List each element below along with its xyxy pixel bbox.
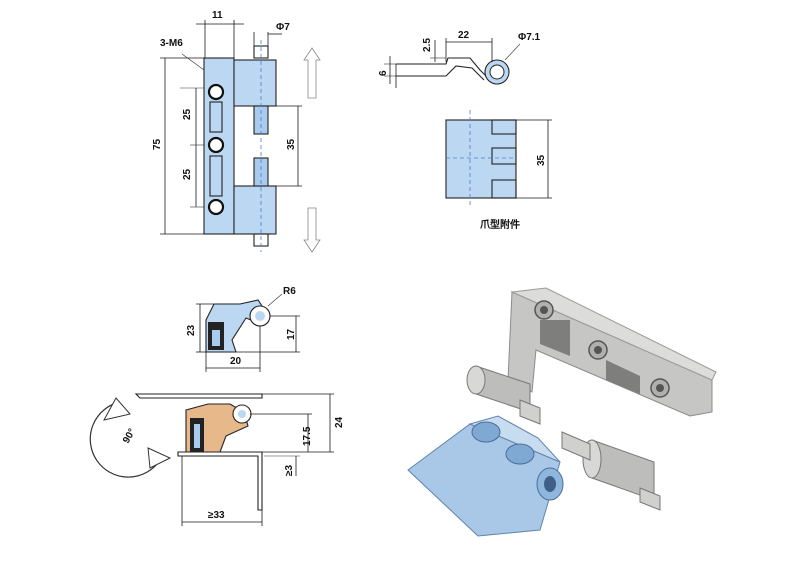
hinge-front-view: 11 Φ7 3-M6 25 25 75 35 [152, 10, 321, 253]
rotation-arc [89, 401, 161, 478]
lower-knuckle [234, 186, 276, 234]
dim-24: 24 [334, 416, 345, 428]
pin-middle-lower [253, 157, 269, 187]
claw-attachment-view: 22 2.5 Φ7.1 6 35 爪型附件 [378, 30, 552, 231]
mount-hole-3 [207, 198, 225, 216]
dim-phi7: Φ7 [276, 22, 290, 33]
upper-knuckle [234, 60, 276, 106]
hinge-section-view: R6 23 17 20 [186, 286, 300, 372]
dim-90-deg: 90° [121, 427, 138, 446]
dim-r6: R6 [283, 286, 296, 297]
dim-17-5: 17.5 [302, 426, 313, 446]
dim-25-upper: 25 [182, 108, 193, 120]
dim-22: 22 [458, 30, 470, 41]
photo-pin-left [519, 399, 541, 425]
dim-ge3: ≥3 [284, 465, 295, 476]
dim-23: 23 [186, 324, 197, 336]
dim-phi7-1: Φ7.1 [518, 32, 541, 43]
mount-hole-2 [207, 136, 225, 154]
hinge-install-view: 90° 17.5 24 ≥3 ≥33 [89, 393, 345, 526]
dim-3m6: 3-M6 [160, 38, 183, 49]
dim-2-5: 2.5 [422, 38, 433, 52]
dim-ge33: ≥33 [208, 510, 225, 521]
dim-11: 11 [212, 10, 223, 21]
claw-block [446, 120, 516, 198]
up-arrow-icon [303, 47, 321, 99]
claw-caption: 爪型附件 [480, 218, 520, 231]
dim-35: 35 [286, 138, 297, 150]
dim-25-lower: 25 [182, 168, 193, 180]
dim-17: 17 [286, 328, 297, 340]
mount-hole-1 [207, 83, 225, 101]
down-arrow-icon [303, 207, 321, 253]
dim-20: 20 [230, 356, 242, 367]
rotate-arrow-icon [103, 397, 131, 421]
hinge-product-photo [407, 287, 717, 537]
dim-35-claw: 35 [536, 154, 547, 166]
photo-pin-right [561, 431, 591, 461]
dim-75: 75 [152, 138, 163, 150]
dim-6: 6 [378, 70, 389, 76]
